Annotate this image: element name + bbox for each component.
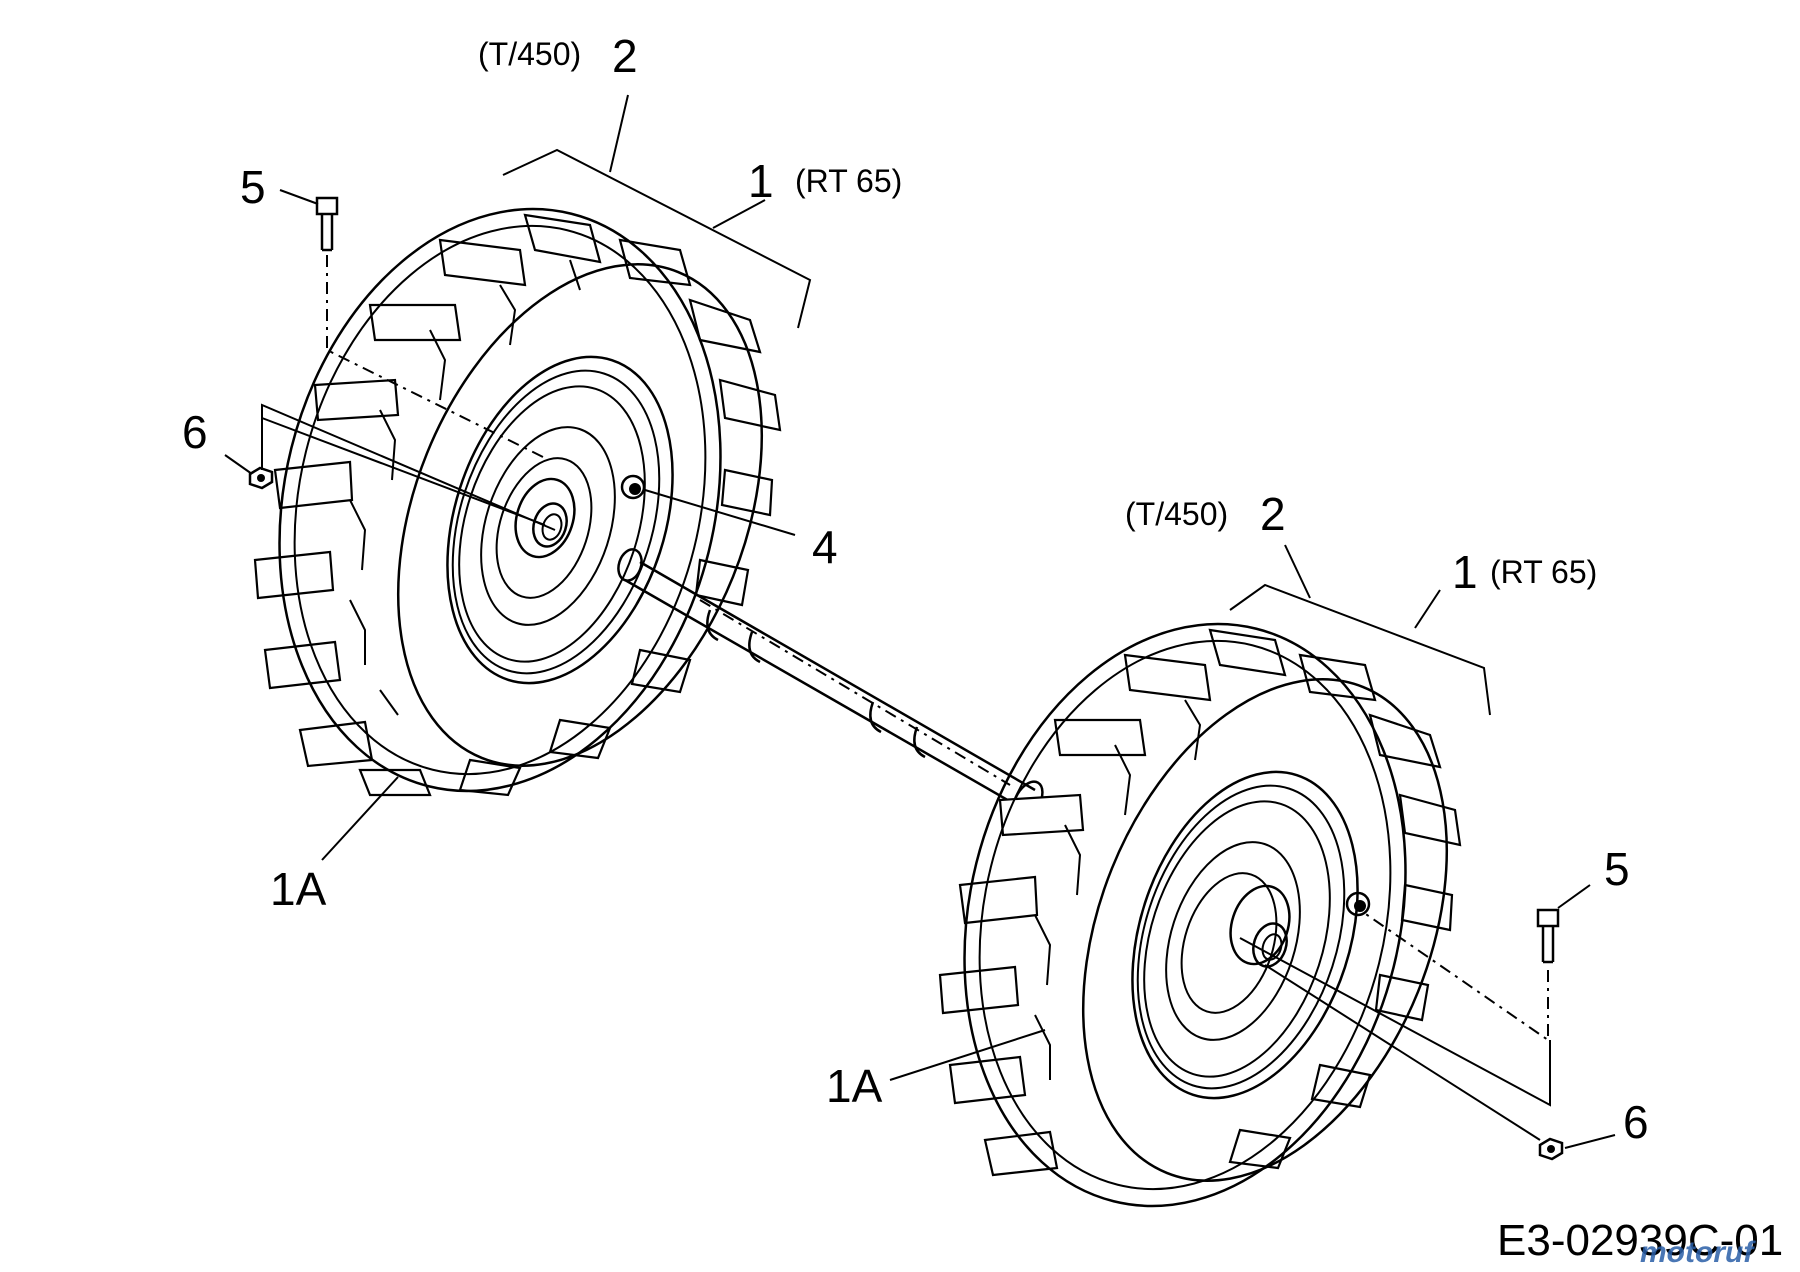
- callout-upper-rt65: (RT 65): [795, 163, 902, 199]
- callout-lower-1: 1: [1452, 546, 1478, 598]
- callout-upper-2: 2: [612, 30, 638, 82]
- callout-upper-1a: 1A: [270, 863, 327, 915]
- callout-lower-1a: 1A: [826, 1060, 883, 1112]
- callout-upper-6: 6: [182, 406, 208, 458]
- wheel-left: [253, 207, 782, 797]
- callout-upper-4: 4: [812, 521, 838, 573]
- axle-shaft: [624, 560, 1044, 820]
- wheel-right-hub-bolt: [1345, 891, 1371, 917]
- nut-lower: [1538, 1137, 1564, 1161]
- callout-upper-1: 1: [748, 155, 774, 207]
- drawing-code: E3-02939C-01: [1497, 1216, 1783, 1265]
- leader-lines: [224, 94, 1616, 1149]
- callout-upper-5: 5: [240, 161, 266, 213]
- bolt-upper: [315, 196, 339, 252]
- watermark-logo: motoruf: [1640, 1236, 1756, 1269]
- wheel-left-hub-bolt: [620, 474, 646, 500]
- wheel-right-hub: [1229, 884, 1291, 968]
- bolt-lower: [1536, 908, 1560, 964]
- callout-lower-t450: (T/450): [1125, 496, 1228, 532]
- nut-upper: [248, 466, 274, 490]
- callout-lower-5: 5: [1604, 843, 1630, 895]
- callout-upper-t450: (T/450): [478, 36, 581, 72]
- callout-lower-2: 2: [1260, 488, 1286, 540]
- wheel-right: [938, 622, 1462, 1208]
- wheel-left-hub: [514, 477, 576, 559]
- callout-lower-6: 6: [1623, 1096, 1649, 1148]
- wheel-right-inner-lugs: [1034, 699, 1202, 1080]
- wheel-left-tread: [253, 213, 782, 797]
- callout-lower-rt65: (RT 65): [1490, 554, 1597, 590]
